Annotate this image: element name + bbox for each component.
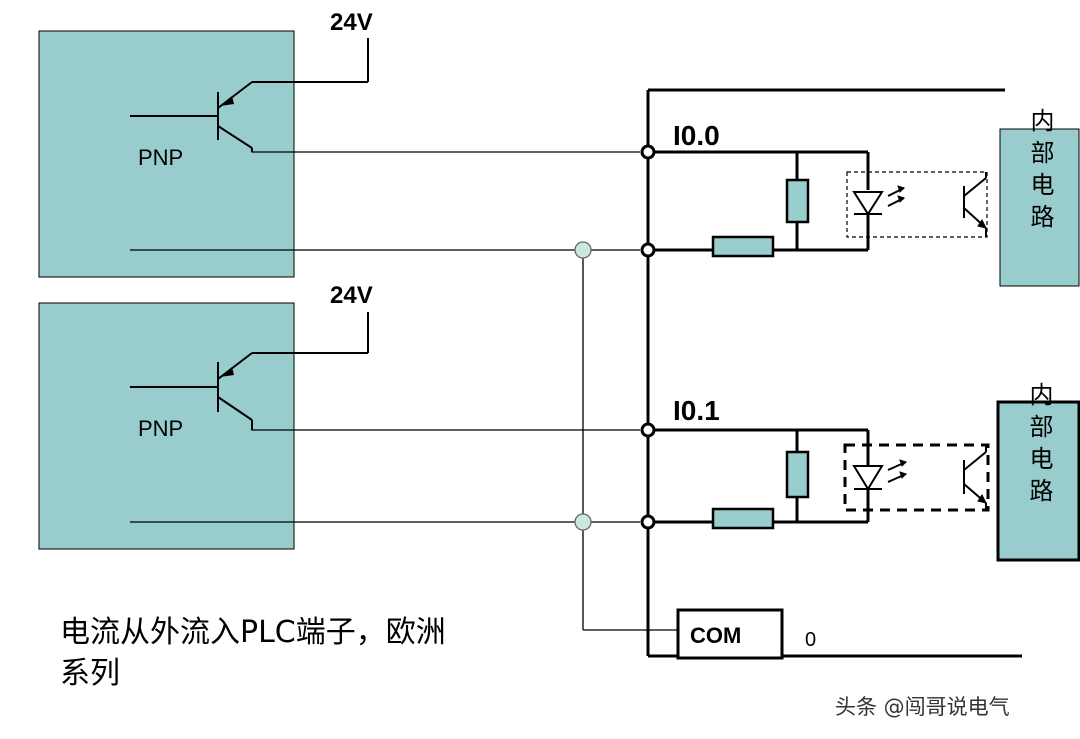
caption-line-1: 电流从外流入PLC端子，欧洲 (60, 615, 446, 650)
terminal-i01-return (640, 514, 656, 530)
com-terminal-box (676, 608, 784, 660)
led-icon-2 (852, 459, 907, 491)
sensor-type-label-2: PNP (138, 416, 183, 441)
input-address-label-1: I0.0 (673, 120, 720, 151)
sensor-type-label-1: PNP (138, 145, 183, 170)
resistor-series-1 (711, 235, 775, 258)
optocoupler-outline-1 (846, 171, 988, 238)
input-circuit-2 (648, 428, 870, 524)
terminal-i00 (640, 144, 656, 160)
pnp-transistor-icon-2 (130, 312, 369, 430)
junction-2 (574, 513, 592, 531)
watermark: 头条 @闯哥说电气 (835, 695, 1010, 719)
junction-1 (574, 241, 592, 259)
supply-label-2: 24V (330, 282, 373, 309)
internal-circuit-label-1: 内部电路 (1026, 108, 1054, 236)
input-circuit-1 (648, 150, 870, 252)
internal-circuit-box-2 (996, 400, 1080, 562)
supply-label-1: 24V (330, 9, 373, 36)
terminal-i01 (640, 422, 656, 438)
resistor-parallel-1 (785, 178, 810, 224)
com-label: COM (690, 623, 741, 648)
input-address-label-2: I0.1 (673, 395, 720, 426)
resistor-series-2 (711, 507, 775, 530)
terminals (640, 144, 656, 530)
phototransistor-icon-2 (963, 445, 987, 510)
pnp-transistor-icon-1 (130, 38, 369, 152)
optocoupler-outline-2 (843, 443, 990, 512)
wiring (130, 150, 678, 631)
led-icon-1 (852, 185, 905, 216)
resistor-parallel-2 (785, 450, 810, 499)
internal-circuit-box-1 (999, 128, 1080, 287)
plc-rails (646, 88, 1022, 658)
com-zero-label: 0 (805, 629, 816, 651)
internal-circuit-label-2: 内部电路 (1025, 382, 1053, 510)
caption-line-2: 系列 (60, 656, 120, 691)
terminal-i00-return (640, 242, 656, 258)
junctions (574, 241, 592, 531)
phototransistor-icon-1 (963, 172, 987, 237)
sensor-box-1 (38, 30, 295, 278)
